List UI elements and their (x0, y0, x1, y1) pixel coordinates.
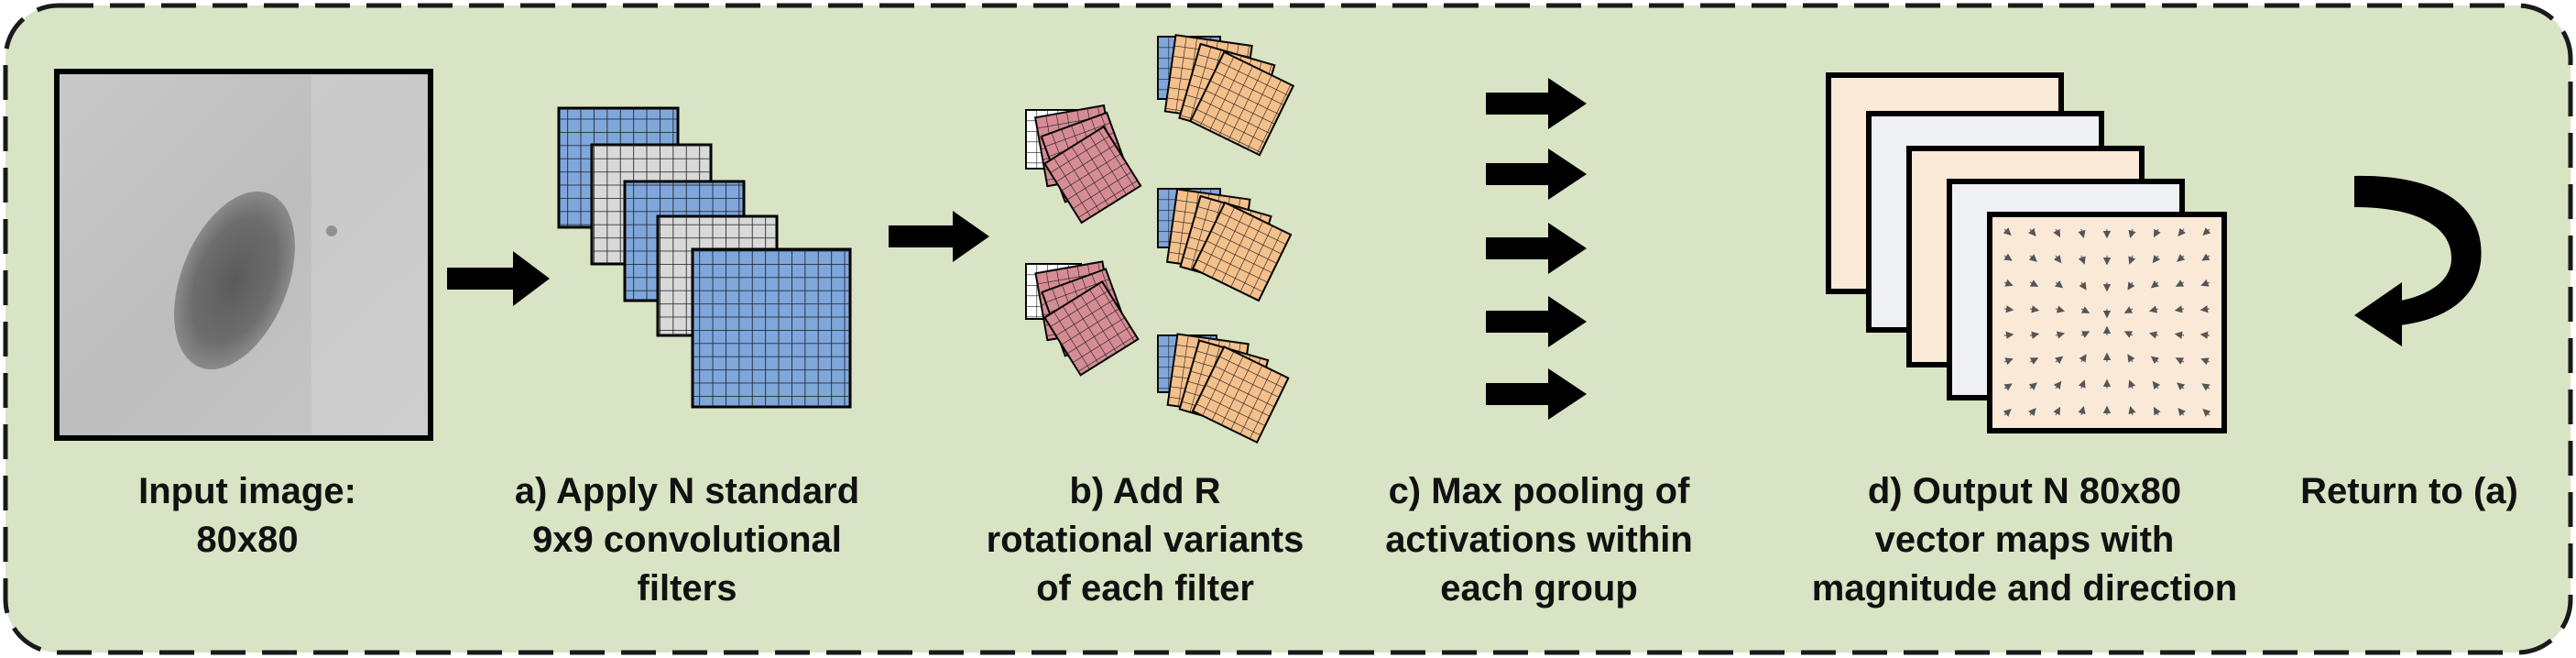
vector-arrow (2078, 405, 2086, 416)
vector-arrow (2178, 227, 2186, 237)
vector-arrow (2055, 305, 2066, 313)
vector-arrow (2080, 306, 2090, 313)
vector-arrow (2053, 406, 2061, 416)
vector-arrow (2150, 356, 2159, 365)
vector-arrow (2029, 305, 2040, 313)
vector-arrow (2003, 227, 2012, 236)
right-arrow-icon (1486, 78, 1587, 129)
vector-arrow (2150, 280, 2160, 289)
vector-arrow (2028, 254, 2037, 262)
caption-step-a: a) Apply N standard 9x9 convolutional fi… (495, 467, 879, 613)
right-arrow-icon (1486, 223, 1587, 274)
vector-arrow (2053, 380, 2062, 389)
vector-arrow (2003, 305, 2014, 313)
vector-arrow (2148, 305, 2159, 313)
caption-line: vector maps with (1874, 520, 2175, 560)
vector-arrow (2029, 280, 2039, 287)
filter-stack (557, 106, 852, 409)
rotational-variants (1025, 34, 1295, 444)
caption-line: Return to (a) (2300, 471, 2518, 511)
vector-arrow (2003, 383, 2013, 391)
caption-line: filters (637, 568, 737, 609)
vector-arrow (2128, 379, 2136, 389)
vector-arrow (2200, 357, 2210, 366)
caption-line: d) Output N 80x80 (1867, 471, 2182, 511)
vector-arrow (2177, 254, 2186, 262)
vector-arrow (2003, 279, 2014, 287)
vector-arrow (2003, 331, 2014, 339)
pooling-arrows (1486, 78, 1587, 420)
vector-arrow (2054, 280, 2064, 289)
vector-arrow (2201, 253, 2210, 261)
vector-arrow (2202, 227, 2211, 236)
vector-arrow (2128, 228, 2136, 239)
right-arrow-icon (889, 211, 989, 262)
vector-arrow (2153, 228, 2161, 238)
vector-arrow (2003, 253, 2013, 261)
vector-arrow (2055, 356, 2064, 365)
vector-arrow (2053, 255, 2062, 264)
vector-arrow (2029, 331, 2040, 339)
caption-line: c) Max pooling of (1388, 471, 1690, 511)
vector-arrow (2029, 357, 2039, 365)
caption-line: 80x80 (196, 520, 299, 560)
vector-map-stack (1826, 72, 2227, 433)
vector-arrow (2028, 408, 2036, 417)
vector-arrow (2055, 331, 2066, 339)
vector-arrow (2178, 408, 2186, 417)
vector-arrow (2152, 255, 2161, 264)
caption-line: each group (1440, 568, 1638, 609)
vector-arrow (2127, 281, 2135, 291)
vector-arrow (2079, 354, 2087, 363)
caption-step-b: b) Add R rotational variants of each fil… (953, 467, 1337, 613)
caption-step-d: d) Output N 80x80 vector maps with magni… (1777, 467, 2272, 613)
return-curved-arrow-icon (2354, 175, 2482, 346)
vector-arrow (2078, 379, 2086, 389)
input-image (54, 69, 433, 441)
vector-arrow (2148, 331, 2159, 339)
vector-arrow (2202, 409, 2211, 417)
caption-line: of each filter (1036, 568, 1254, 609)
right-arrow-icon (1486, 296, 1587, 347)
caption-line: Input image: (138, 471, 356, 511)
vector-arrow (2174, 305, 2185, 313)
vector-arrow (2028, 382, 2037, 390)
vector-arrow (2200, 279, 2210, 287)
vector-arrow (2174, 331, 2185, 339)
vector-arrow (2127, 354, 2135, 363)
right-arrow-icon (447, 251, 550, 306)
caption-step-c: c) Max pooling of activations within eac… (1347, 467, 1731, 613)
vector-arrow (2175, 280, 2185, 287)
caption-line: b) Add R (1069, 471, 1221, 511)
vector-arrow (2152, 380, 2161, 389)
vector-arrow (2078, 255, 2086, 265)
vector-arrow (2079, 281, 2087, 291)
vector-arrow (2003, 409, 2012, 417)
right-arrow-icon (1486, 148, 1587, 200)
caption-line: magnitude and direction (1811, 568, 2238, 609)
caption-return: Return to (a) (2263, 467, 2556, 516)
vector-arrow (2177, 382, 2186, 390)
vector-arrow (2028, 227, 2036, 237)
vector-arrow (2199, 305, 2210, 313)
caption-line: activations within (1385, 520, 1693, 560)
caption-input: Input image: 80x80 (82, 467, 412, 565)
vector-arrow (2128, 405, 2136, 416)
vector-arrow (2123, 331, 2134, 338)
right-arrow-icon (1486, 368, 1587, 420)
caption-line: a) Apply N standard (514, 471, 860, 511)
vector-arrow (2123, 306, 2134, 313)
caption-line: rotational variants (986, 520, 1304, 560)
vector-arrow (2153, 406, 2161, 416)
vector-arrow (2053, 228, 2061, 238)
vector-arrow (2128, 255, 2136, 265)
vector-arrow (2199, 331, 2210, 339)
caption-line: 9x9 convolutional (532, 520, 842, 560)
vector-arrow (2175, 357, 2185, 365)
vector-arrow (2003, 357, 2014, 366)
vector-arrow (2201, 383, 2210, 391)
vector-arrow (2078, 228, 2086, 239)
vector-arrow (2080, 331, 2090, 338)
